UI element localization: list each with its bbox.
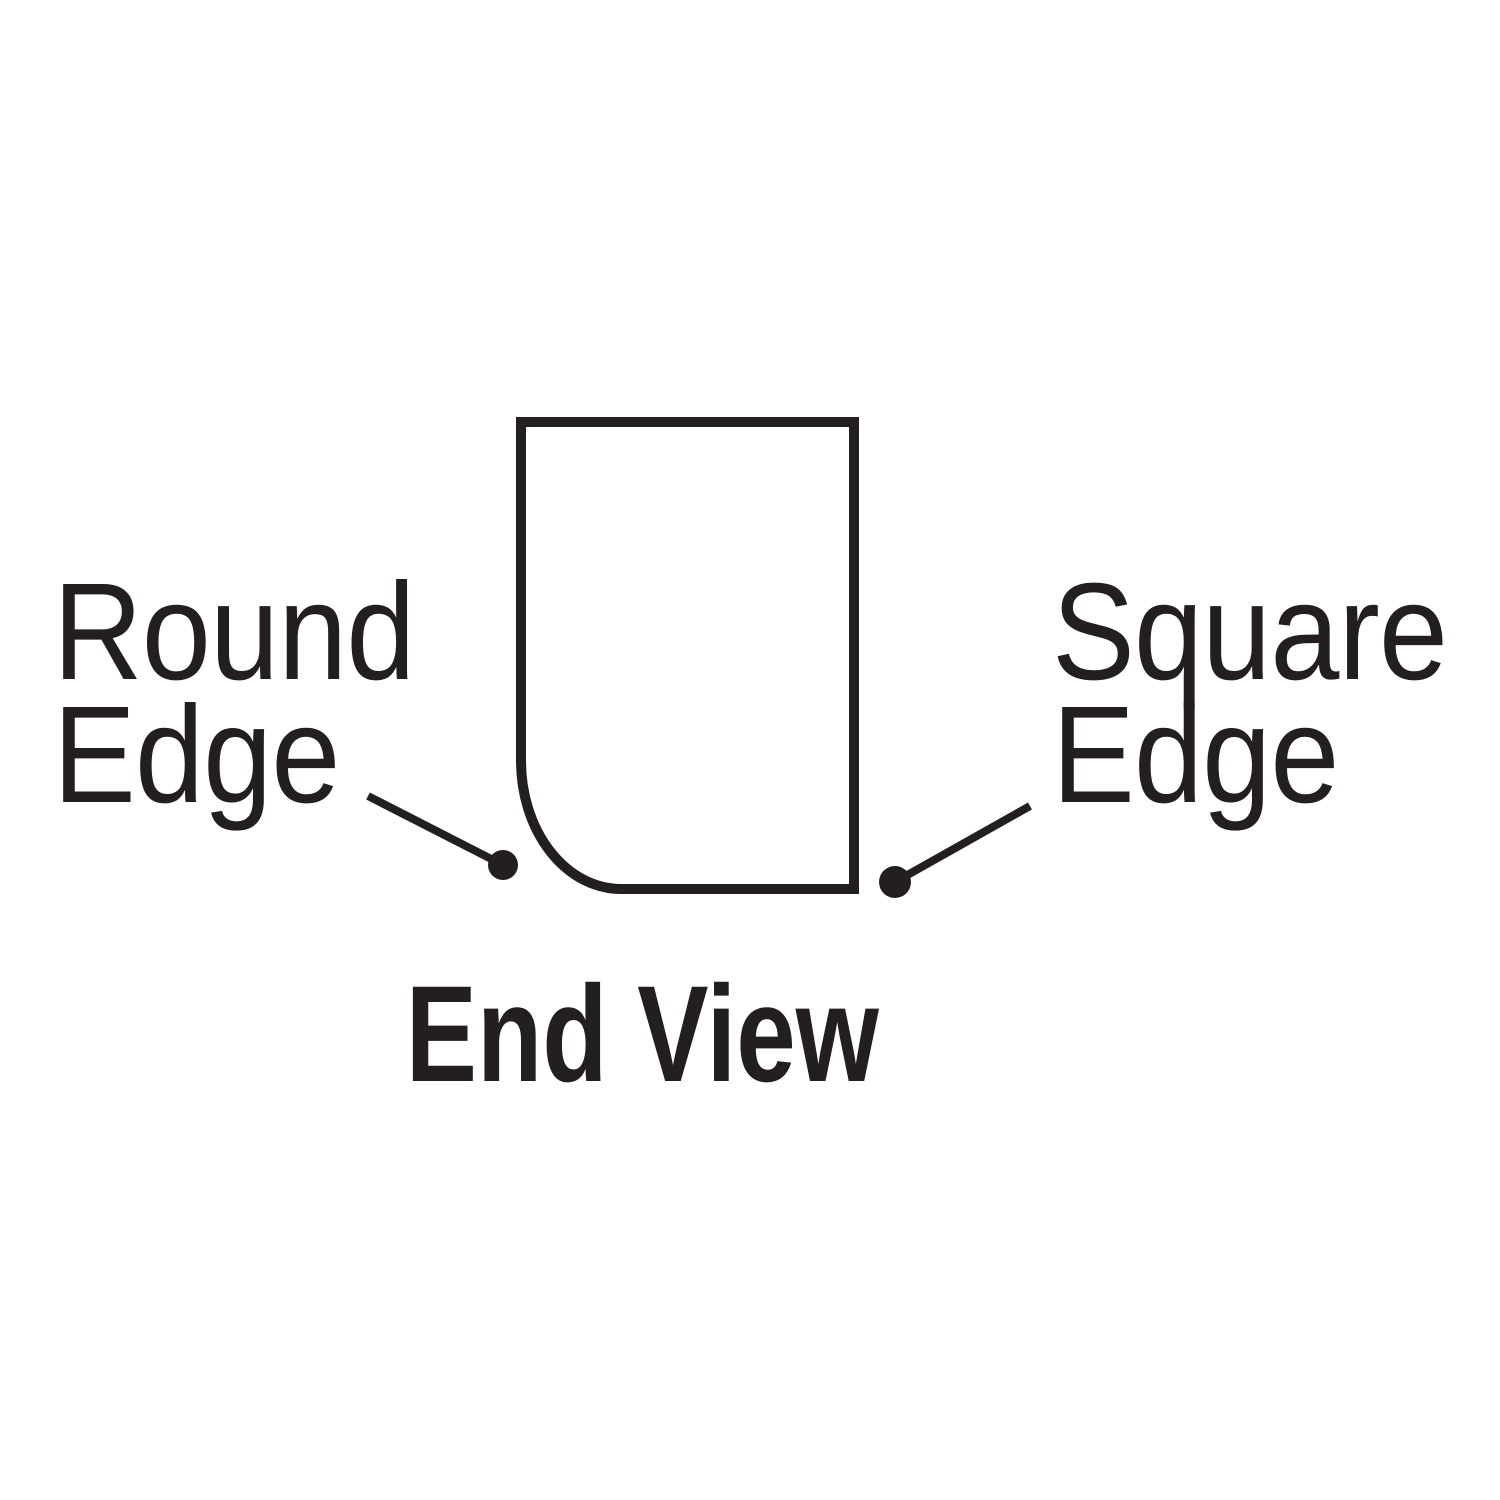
round-edge-label-line1: Round: [53, 555, 415, 709]
round-edge-label: Round Edge: [53, 555, 415, 832]
round-edge-leader-line: [366, 792, 505, 869]
square-edge-label-line2: Edge: [1052, 678, 1339, 832]
diagram-title: End View: [405, 958, 879, 1111]
square-edge-label: Square Edge: [1052, 555, 1448, 832]
round-edge-label-line2: Edge: [53, 678, 340, 832]
square-edge-leader-line: [893, 802, 1032, 886]
square-edge-leader-dot-icon: [879, 866, 911, 898]
square-edge-label-line1: Square: [1052, 555, 1448, 709]
round-edge-leader-dot-icon: [488, 850, 518, 880]
board-profile-outline: [516, 417, 859, 894]
